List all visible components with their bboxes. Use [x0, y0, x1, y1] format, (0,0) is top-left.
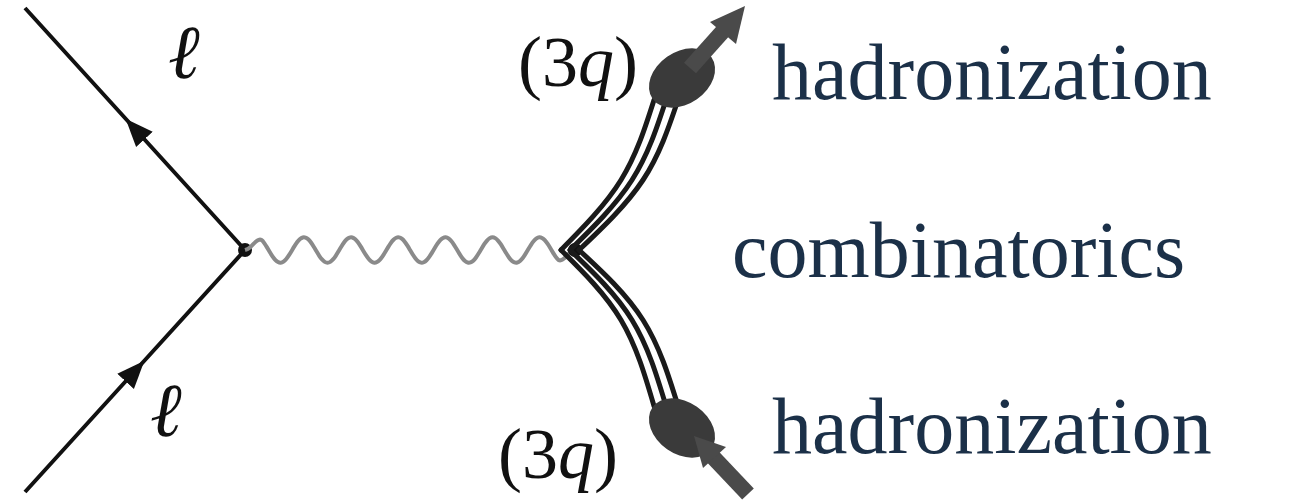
hadron-arrowhead — [694, 436, 726, 468]
photon-line — [245, 237, 575, 262]
quark-line — [561, 250, 654, 406]
lepton-line — [25, 8, 245, 250]
quark-count: (3q) — [498, 418, 618, 490]
quark-line — [579, 250, 678, 406]
quark-line — [561, 100, 654, 250]
hadron-arrow — [690, 30, 724, 68]
quark-count: (3q) — [518, 26, 638, 98]
hadron-arrowhead — [710, 6, 745, 44]
lepton-label: ℓ — [150, 372, 182, 448]
quark-line — [579, 100, 678, 250]
stage-label: hadronization — [772, 386, 1212, 466]
photon-wave — [245, 237, 575, 262]
stage-label: combinatorics — [732, 210, 1185, 290]
quark-bundle — [561, 100, 678, 406]
stage-label: hadronization — [772, 32, 1212, 112]
lepton-label: ℓ — [168, 14, 200, 90]
hadron-arrow — [712, 456, 748, 494]
lepton-line — [25, 250, 245, 492]
hadron-blob — [638, 386, 727, 470]
quark-line — [570, 100, 666, 250]
quark-line — [570, 250, 666, 406]
